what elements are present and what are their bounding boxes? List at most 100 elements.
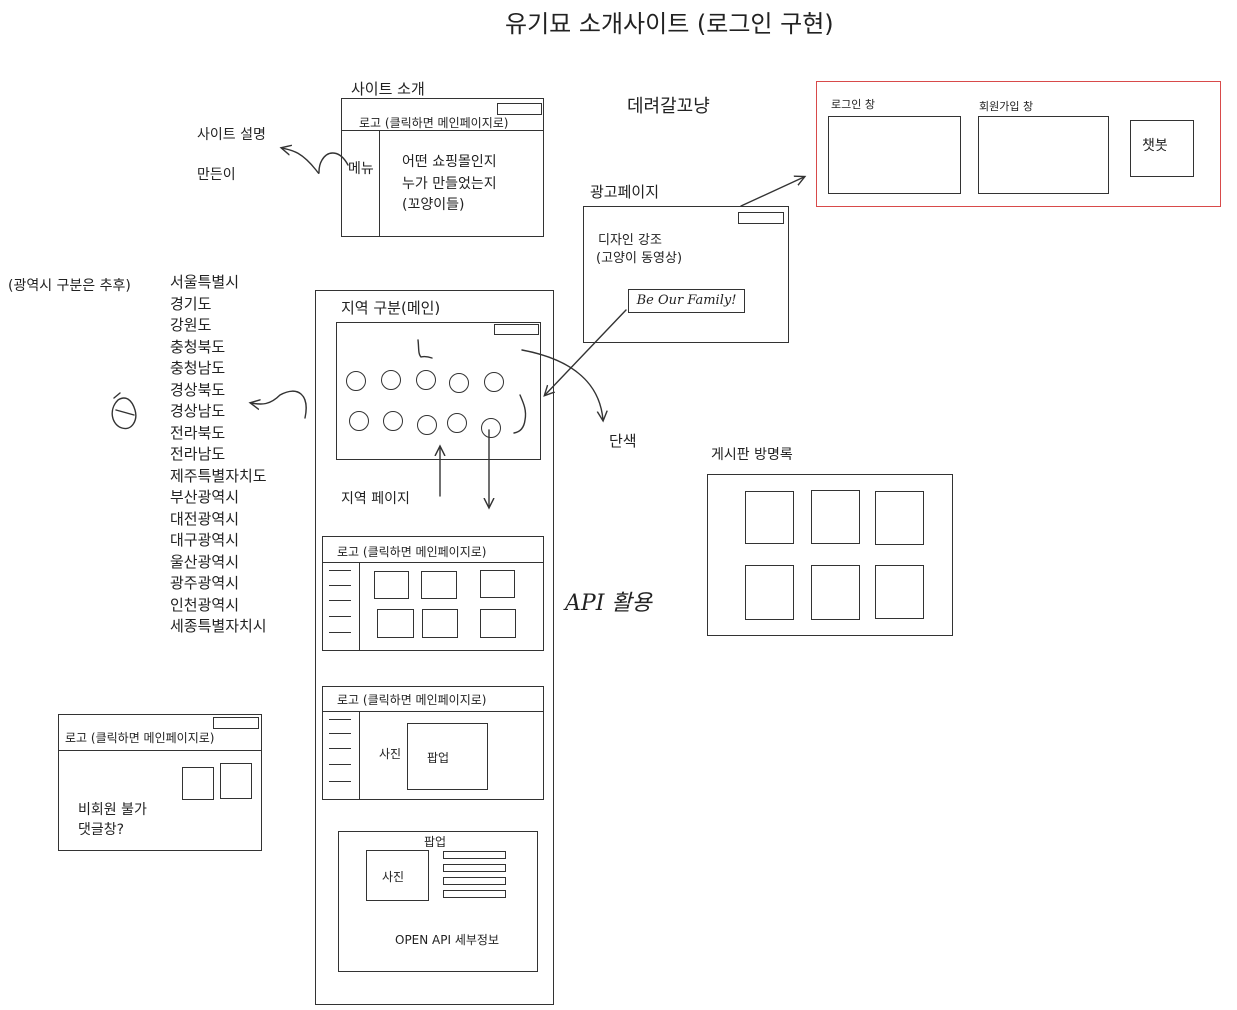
menu-label[interactable]: 메뉴 bbox=[348, 161, 374, 177]
brand-name: 데려갈꼬냥 bbox=[627, 96, 710, 117]
list-item[interactable]: 부산광역시 bbox=[170, 488, 240, 506]
info-line bbox=[443, 864, 506, 872]
cat-card[interactable] bbox=[377, 609, 414, 638]
page-title: 유기묘 소개사이트 (로그인 구현) bbox=[505, 10, 834, 38]
login-button-placeholder[interactable] bbox=[738, 212, 784, 224]
popup-label: 팝업 bbox=[427, 751, 450, 765]
list-item[interactable]: 경상남도 bbox=[170, 402, 226, 420]
hamburger-menu-icon[interactable] bbox=[323, 562, 360, 650]
info-line bbox=[443, 851, 506, 859]
board-card[interactable] bbox=[745, 491, 794, 544]
header-divider bbox=[342, 130, 543, 131]
region-circle[interactable] bbox=[349, 411, 369, 431]
guestbook-note-2: 댓글창? bbox=[78, 822, 125, 838]
ad-page-heading: 광고페이지 bbox=[590, 183, 660, 201]
header-divider bbox=[323, 562, 543, 563]
list-item[interactable]: 충청북도 bbox=[170, 337, 226, 356]
guestbook-photo bbox=[182, 767, 214, 800]
region-circle[interactable] bbox=[417, 415, 437, 435]
region-note: (광역시 구분은 추후) bbox=[8, 278, 131, 294]
chatbot-label: 챗봇 bbox=[1142, 138, 1168, 154]
detail-page-wireframe: 로고 (클릭하면 메인페이지로) 사진 팝업 bbox=[322, 686, 544, 800]
popup-photo-box[interactable]: 팝업 bbox=[407, 723, 488, 790]
arrow-menu-to-notes bbox=[282, 148, 349, 174]
list-item[interactable]: 대구광역시 bbox=[170, 531, 240, 549]
menu-divider bbox=[379, 130, 380, 236]
region-circle[interactable] bbox=[416, 370, 436, 390]
region-circle[interactable] bbox=[447, 413, 467, 433]
list-item[interactable]: 강원도 bbox=[170, 316, 212, 334]
region-page-label: 지역 페이지 bbox=[341, 491, 410, 507]
list-page-wireframe: 로고 (클릭하면 메인페이지로) bbox=[322, 536, 544, 651]
list-item[interactable]: 제주특별자치도 bbox=[170, 466, 267, 485]
board-card[interactable] bbox=[811, 565, 860, 620]
region-main-heading: 지역 구분(메인) bbox=[341, 299, 441, 317]
logo-bar-label[interactable]: 로고 (클릭하면 메인페이지로) bbox=[337, 693, 487, 707]
arrow-ad-to-region bbox=[545, 309, 627, 395]
content-line-3: (꼬양이들) bbox=[402, 197, 465, 213]
popup-heading: 팝업 bbox=[424, 835, 447, 849]
info-line bbox=[443, 890, 506, 898]
photo-label: 사진 bbox=[382, 870, 405, 884]
ad-page-wireframe: 디자인 강조 (고양이 동영상) Be Our Family! bbox=[583, 206, 789, 343]
main-column-frame bbox=[315, 290, 554, 1005]
list-item[interactable]: 경상북도 bbox=[170, 380, 226, 399]
board-card[interactable] bbox=[875, 565, 924, 619]
list-item[interactable]: 전라북도 bbox=[170, 423, 226, 442]
login-button-placeholder[interactable] bbox=[494, 324, 539, 335]
open-api-note: OPEN API 세부정보 bbox=[395, 933, 500, 947]
login-button-placeholder[interactable] bbox=[497, 103, 542, 115]
login-button-placeholder[interactable] bbox=[213, 717, 259, 729]
list-item[interactable]: 울산광역시 bbox=[170, 552, 240, 571]
guestbook-photo bbox=[220, 763, 252, 799]
chatbot-box[interactable]: 챗봇 bbox=[1130, 120, 1194, 177]
note-creator: 만든이 bbox=[197, 167, 236, 183]
guestbook-wireframe: 로고 (클릭하면 메인페이지로) 비회원 불가 댓글창? bbox=[58, 714, 262, 851]
hamburger-menu-icon[interactable] bbox=[323, 711, 360, 799]
region-map-box bbox=[336, 322, 541, 460]
list-item[interactable]: 인천광역시 bbox=[170, 595, 240, 614]
scribble bbox=[513, 394, 527, 434]
board-card[interactable] bbox=[875, 491, 924, 545]
photo-box: 사진 bbox=[366, 850, 429, 901]
list-item[interactable]: 전라남도 bbox=[170, 445, 226, 463]
login-window[interactable] bbox=[828, 116, 961, 194]
cat-card[interactable] bbox=[422, 609, 458, 638]
logo-bar-label[interactable]: 로고 (클릭하면 메인페이지로) bbox=[337, 545, 487, 559]
board-card[interactable] bbox=[745, 565, 794, 620]
design-line-2: (고양이 동영상) bbox=[596, 251, 683, 266]
header-divider bbox=[59, 750, 261, 751]
list-item[interactable]: 대전광역시 bbox=[170, 509, 240, 528]
board-wireframe bbox=[707, 474, 953, 636]
site-intro-wireframe: 로고 (클릭하면 메인페이지로) 메뉴 어떤 쇼핑몰인지 누가 만들었는지 (꼬… bbox=[341, 98, 544, 237]
cat-card[interactable] bbox=[421, 571, 457, 599]
signup-label: 회원가입 창 bbox=[979, 100, 1034, 113]
cat-card[interactable] bbox=[374, 571, 409, 599]
signup-window[interactable] bbox=[978, 116, 1109, 194]
design-line-1: 디자인 강조 bbox=[598, 233, 662, 248]
list-item[interactable]: 서울특별시 bbox=[170, 273, 240, 291]
scribble bbox=[417, 339, 433, 359]
logo-bar-label[interactable]: 로고 (클릭하면 메인페이지로) bbox=[65, 731, 215, 745]
site-intro-heading: 사이트 소개 bbox=[351, 80, 425, 98]
list-item[interactable]: 경기도 bbox=[170, 294, 212, 313]
list-item[interactable]: 충청남도 bbox=[170, 359, 226, 377]
be-our-family-button[interactable]: Be Our Family! bbox=[628, 289, 745, 313]
region-circle[interactable] bbox=[484, 372, 504, 392]
region-circle[interactable] bbox=[481, 418, 501, 438]
cat-card[interactable] bbox=[480, 570, 515, 598]
region-circle[interactable] bbox=[449, 373, 469, 393]
cat-card[interactable] bbox=[480, 609, 516, 638]
list-item[interactable]: 광주광역시 bbox=[170, 574, 240, 592]
list-item[interactable]: 세종특별자치시 bbox=[170, 617, 267, 635]
content-line-1: 어떤 쇼핑몰인지 bbox=[402, 154, 497, 170]
photo-label: 사진 bbox=[379, 747, 402, 761]
region-circle[interactable] bbox=[383, 411, 403, 431]
note-solid-color: 단색 bbox=[609, 432, 637, 450]
board-card[interactable] bbox=[811, 490, 860, 544]
region-circle[interactable] bbox=[346, 371, 366, 391]
region-circle[interactable] bbox=[381, 370, 401, 390]
board-heading: 게시판 방명록 bbox=[711, 447, 793, 463]
logo-bar-label[interactable]: 로고 (클릭하면 메인페이지로) bbox=[359, 116, 509, 130]
